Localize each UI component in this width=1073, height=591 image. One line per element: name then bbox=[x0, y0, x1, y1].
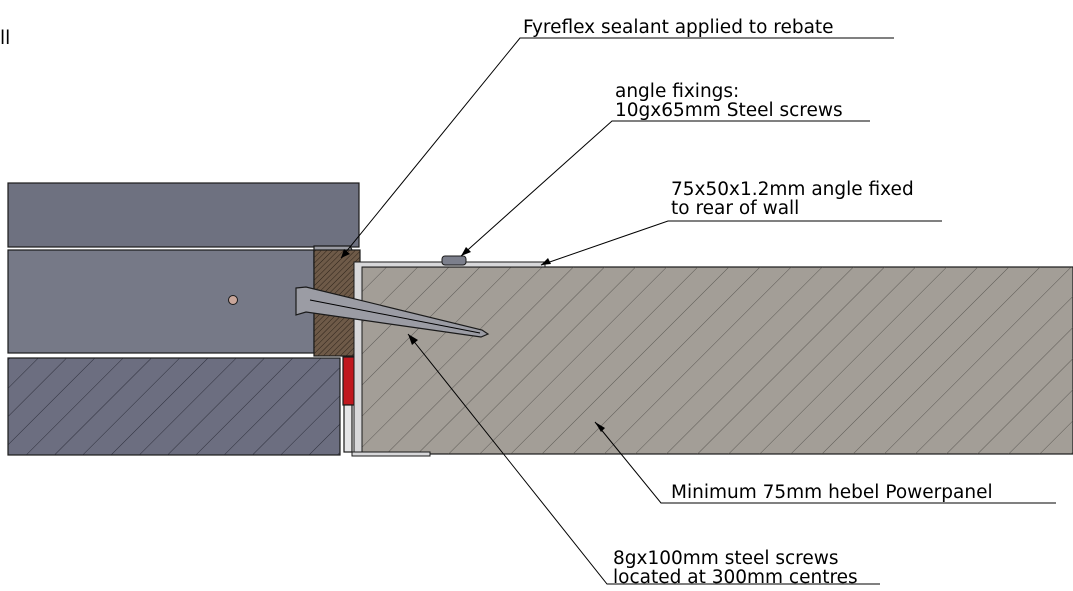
leader-angle-fixings bbox=[460, 120, 870, 257]
leader-screws bbox=[407, 333, 880, 585]
title-fragment: ll bbox=[0, 28, 10, 49]
frame-screw bbox=[295, 286, 490, 338]
leader-powerpanel bbox=[594, 421, 1056, 504]
arrow-powerpanel-icon bbox=[595, 422, 605, 432]
arrow-angle-fixings-icon bbox=[461, 247, 471, 256]
steel-angle-foot bbox=[351, 451, 431, 457]
callout-sealant: Fyreflex sealant applied to rebate bbox=[523, 17, 834, 38]
angle-screw-head bbox=[441, 255, 467, 266]
frame-screw-axis bbox=[309, 299, 481, 334]
arrow-screws-icon bbox=[408, 334, 418, 345]
callout-powerpanel: Minimum 75mm hebel Powerpanel bbox=[671, 482, 993, 503]
callout-screws-line1: 8gx100mm steel screws bbox=[613, 548, 839, 569]
leader-angle bbox=[540, 220, 942, 266]
powerpanel-hatch bbox=[360, 267, 1073, 454]
leader-sealant bbox=[340, 37, 894, 259]
frame-middle-member bbox=[7, 249, 315, 354]
callout-angle-line1: 75x50x1.2mm angle fixed bbox=[671, 179, 914, 200]
seal-strip-lower bbox=[343, 404, 353, 453]
callout-angle-line2: to rear of wall bbox=[671, 198, 799, 219]
wall-section-hatch bbox=[8, 358, 340, 455]
frame-upper-member bbox=[7, 182, 360, 248]
arrow-sealant-icon bbox=[341, 249, 350, 258]
arrow-angle-icon bbox=[541, 258, 551, 265]
fixing-hole-icon bbox=[228, 295, 238, 305]
callout-angle-fixings-line1: angle fixings: bbox=[615, 81, 739, 102]
callout-screws-line2: located at 300mm centres bbox=[613, 567, 858, 588]
callout-angle-fixings-line2: 10gx65mm Steel screws bbox=[615, 100, 843, 121]
